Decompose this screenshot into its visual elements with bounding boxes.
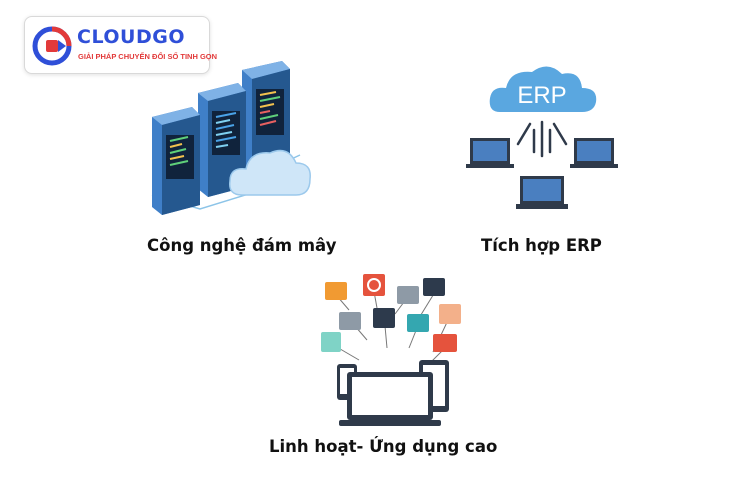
cloudgo-logo-mark-icon bbox=[32, 26, 72, 66]
feature-caption-cloud: Công nghệ đám mây bbox=[147, 236, 337, 255]
multi-device-apps-icon bbox=[321, 274, 461, 426]
feature-caption-apps: Linh hoạt- Ứng dụng cao bbox=[269, 437, 498, 456]
cloudgo-logo: CLOUDGO GIẢI PHÁP CHUYỂN ĐỔI SỐ TINH GỌN bbox=[24, 16, 217, 74]
feature-caption-erp: Tích hợp ERP bbox=[481, 236, 602, 255]
cloud-servers-icon bbox=[151, 61, 311, 215]
erp-cloud-label: ERP bbox=[517, 82, 566, 109]
brand-tagline: GIẢI PHÁP CHUYỂN ĐỔI SỐ TINH GỌN bbox=[78, 52, 218, 61]
brand-name: CLOUDGO bbox=[77, 26, 185, 48]
erp-integration-icon: ERP bbox=[466, 66, 618, 209]
